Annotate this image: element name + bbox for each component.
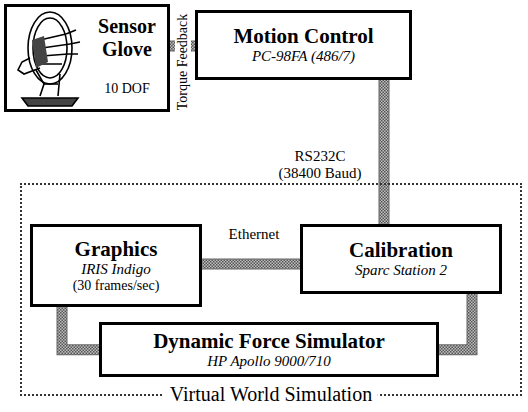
computer-box: Dynamic Force SimulatorHP Apollo 9000/71… (99, 322, 439, 377)
computer-box: CalibrationSparc Station 2 (300, 224, 502, 294)
node-title: Dynamic Force Simulator (153, 329, 385, 353)
node-detail: Sparc Station 2 (355, 262, 447, 279)
connection-label: Ethernet (212, 226, 296, 243)
cable-band (439, 294, 472, 350)
connection-label: Torque Feedback (175, 12, 191, 113)
node-detail: HP Apollo 9000/710 (207, 353, 331, 370)
node-title: Sensor Glove (93, 15, 161, 61)
cable-band (62, 307, 99, 350)
node-detail: (30 frames/sec) (73, 278, 160, 294)
cable-band (202, 264, 300, 265)
node-detail: 10 DOF (104, 81, 150, 97)
node-title: Motion Control (233, 24, 373, 48)
node-detail: IRIS Indigo (81, 261, 151, 278)
simulation-region: Virtual World SimulationGraphicsIRIS Ind… (20, 183, 522, 396)
cable-band (384, 80, 385, 224)
computer-box: Motion ControlPC-98FA (486/7) (195, 10, 412, 80)
node-title: Calibration (349, 238, 453, 262)
node-detail: PC-98FA (486/7) (252, 48, 355, 65)
node-title: Graphics (75, 237, 158, 261)
computer-box: GraphicsIRIS Indigo(30 frames/sec) (30, 224, 202, 307)
device-box: Sensor Glove 10 DOF (4, 4, 170, 112)
connection-label: RS232C (38400 Baud) (270, 148, 370, 183)
node-title: Virtual World Simulation (164, 383, 378, 406)
